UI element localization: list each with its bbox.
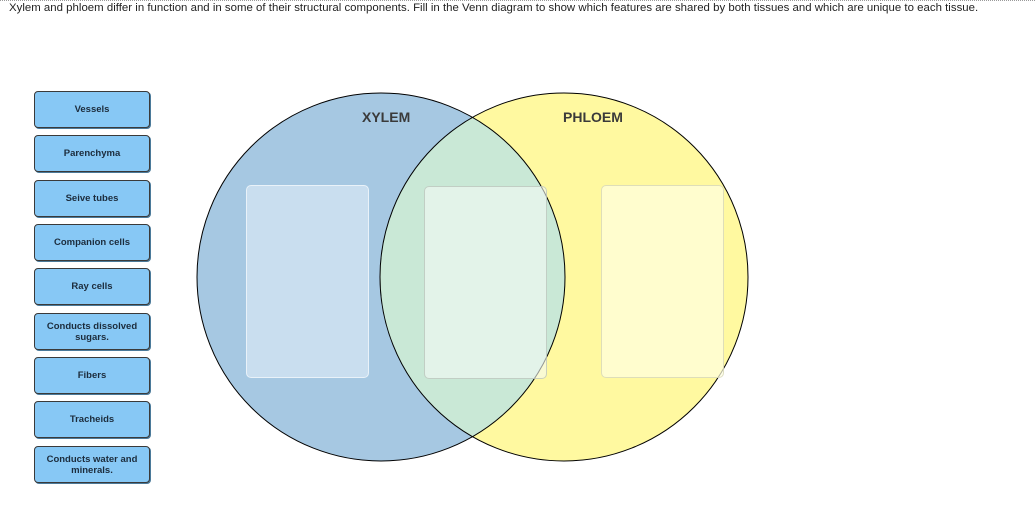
label-fibers[interactable]: Fibers (34, 357, 150, 394)
phloem-title: PHLOEM (563, 109, 623, 125)
label-tracheids[interactable]: Tracheids (34, 401, 150, 438)
question-instruction: Xylem and phloem differ in function and … (9, 2, 979, 14)
label-seive-tubes[interactable]: Seive tubes (34, 180, 150, 217)
xylem-title: XYLEM (362, 109, 411, 125)
label-vessels[interactable]: Vessels (34, 91, 150, 128)
xylem-only-drop-zone[interactable] (246, 185, 369, 378)
label-conducts-water-and-minerals[interactable]: Conducts water and minerals. (34, 446, 150, 483)
label-ray-cells[interactable]: Ray cells (34, 268, 150, 305)
both-drop-zone[interactable] (424, 186, 547, 379)
label-companion-cells[interactable]: Companion cells (34, 224, 150, 261)
phloem-circle-outline (379, 92, 749, 462)
label-conducts-dissolved-sugars[interactable]: Conducts dissolved sugars. (34, 313, 150, 350)
top-divider (0, 0, 1035, 1)
phloem-only-drop-zone[interactable] (601, 185, 724, 378)
label-parenchyma[interactable]: Parenchyma (34, 135, 150, 172)
xylem-circle-outline (196, 92, 566, 462)
